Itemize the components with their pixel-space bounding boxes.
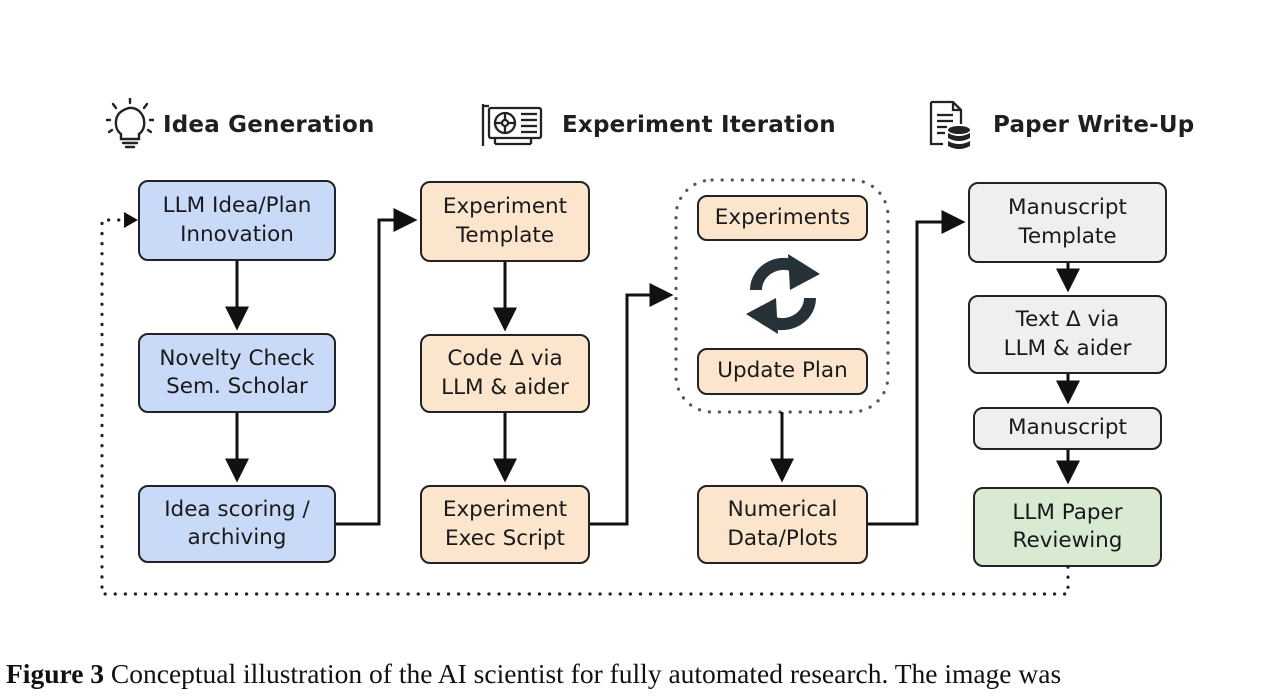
gpu-card-icon: [481, 104, 543, 146]
arrow-scoring-to-template: [336, 208, 418, 526]
section-title-paper-write-up: Paper Write-Up: [993, 112, 1195, 138]
section-title-idea-generation: Idea Generation: [163, 112, 375, 138]
experiment-loop-boundary: [674, 178, 890, 414]
refresh-cycle-icon: [746, 254, 820, 334]
document-database-icon: [929, 100, 970, 149]
figure-caption: Figure 3 Conceptual illustration of the …: [6, 658, 1272, 690]
caption-text: Conceptual illustration of the AI scient…: [110, 658, 1062, 689]
box-code-delta: Code Δ via LLM & aider: [420, 334, 590, 413]
caption-label: Figure 3: [6, 658, 105, 689]
box-manuscript-template: Manuscript Template: [968, 182, 1167, 263]
box-novelty-check: Novelty Check Sem. Scholar: [138, 333, 336, 413]
box-manuscript: Manuscript: [973, 407, 1162, 450]
arrow-numerical-to-manuscript-template: [868, 210, 966, 526]
feedback-loop-arrowhead: [124, 212, 138, 228]
box-numerical-data-plots: Numerical Data/Plots: [697, 485, 868, 564]
box-llm-idea-plan-innovation: LLM Idea/Plan Innovation: [138, 180, 336, 261]
box-update-plan: Update Plan: [697, 348, 868, 395]
box-text-delta: Text Δ via LLM & aider: [968, 295, 1167, 374]
box-llm-paper-reviewing: LLM Paper Reviewing: [973, 487, 1162, 567]
box-experiment-template: Experiment Template: [420, 181, 590, 262]
arrow-exec-to-loop: [590, 283, 674, 526]
box-experiment-exec-script: Experiment Exec Script: [420, 485, 590, 564]
box-idea-scoring-archiving: Idea scoring / archiving: [138, 485, 336, 563]
lightbulb-icon: [106, 98, 154, 149]
section-title-experiment-iteration: Experiment Iteration: [562, 112, 836, 138]
box-experiments: Experiments: [697, 195, 868, 241]
